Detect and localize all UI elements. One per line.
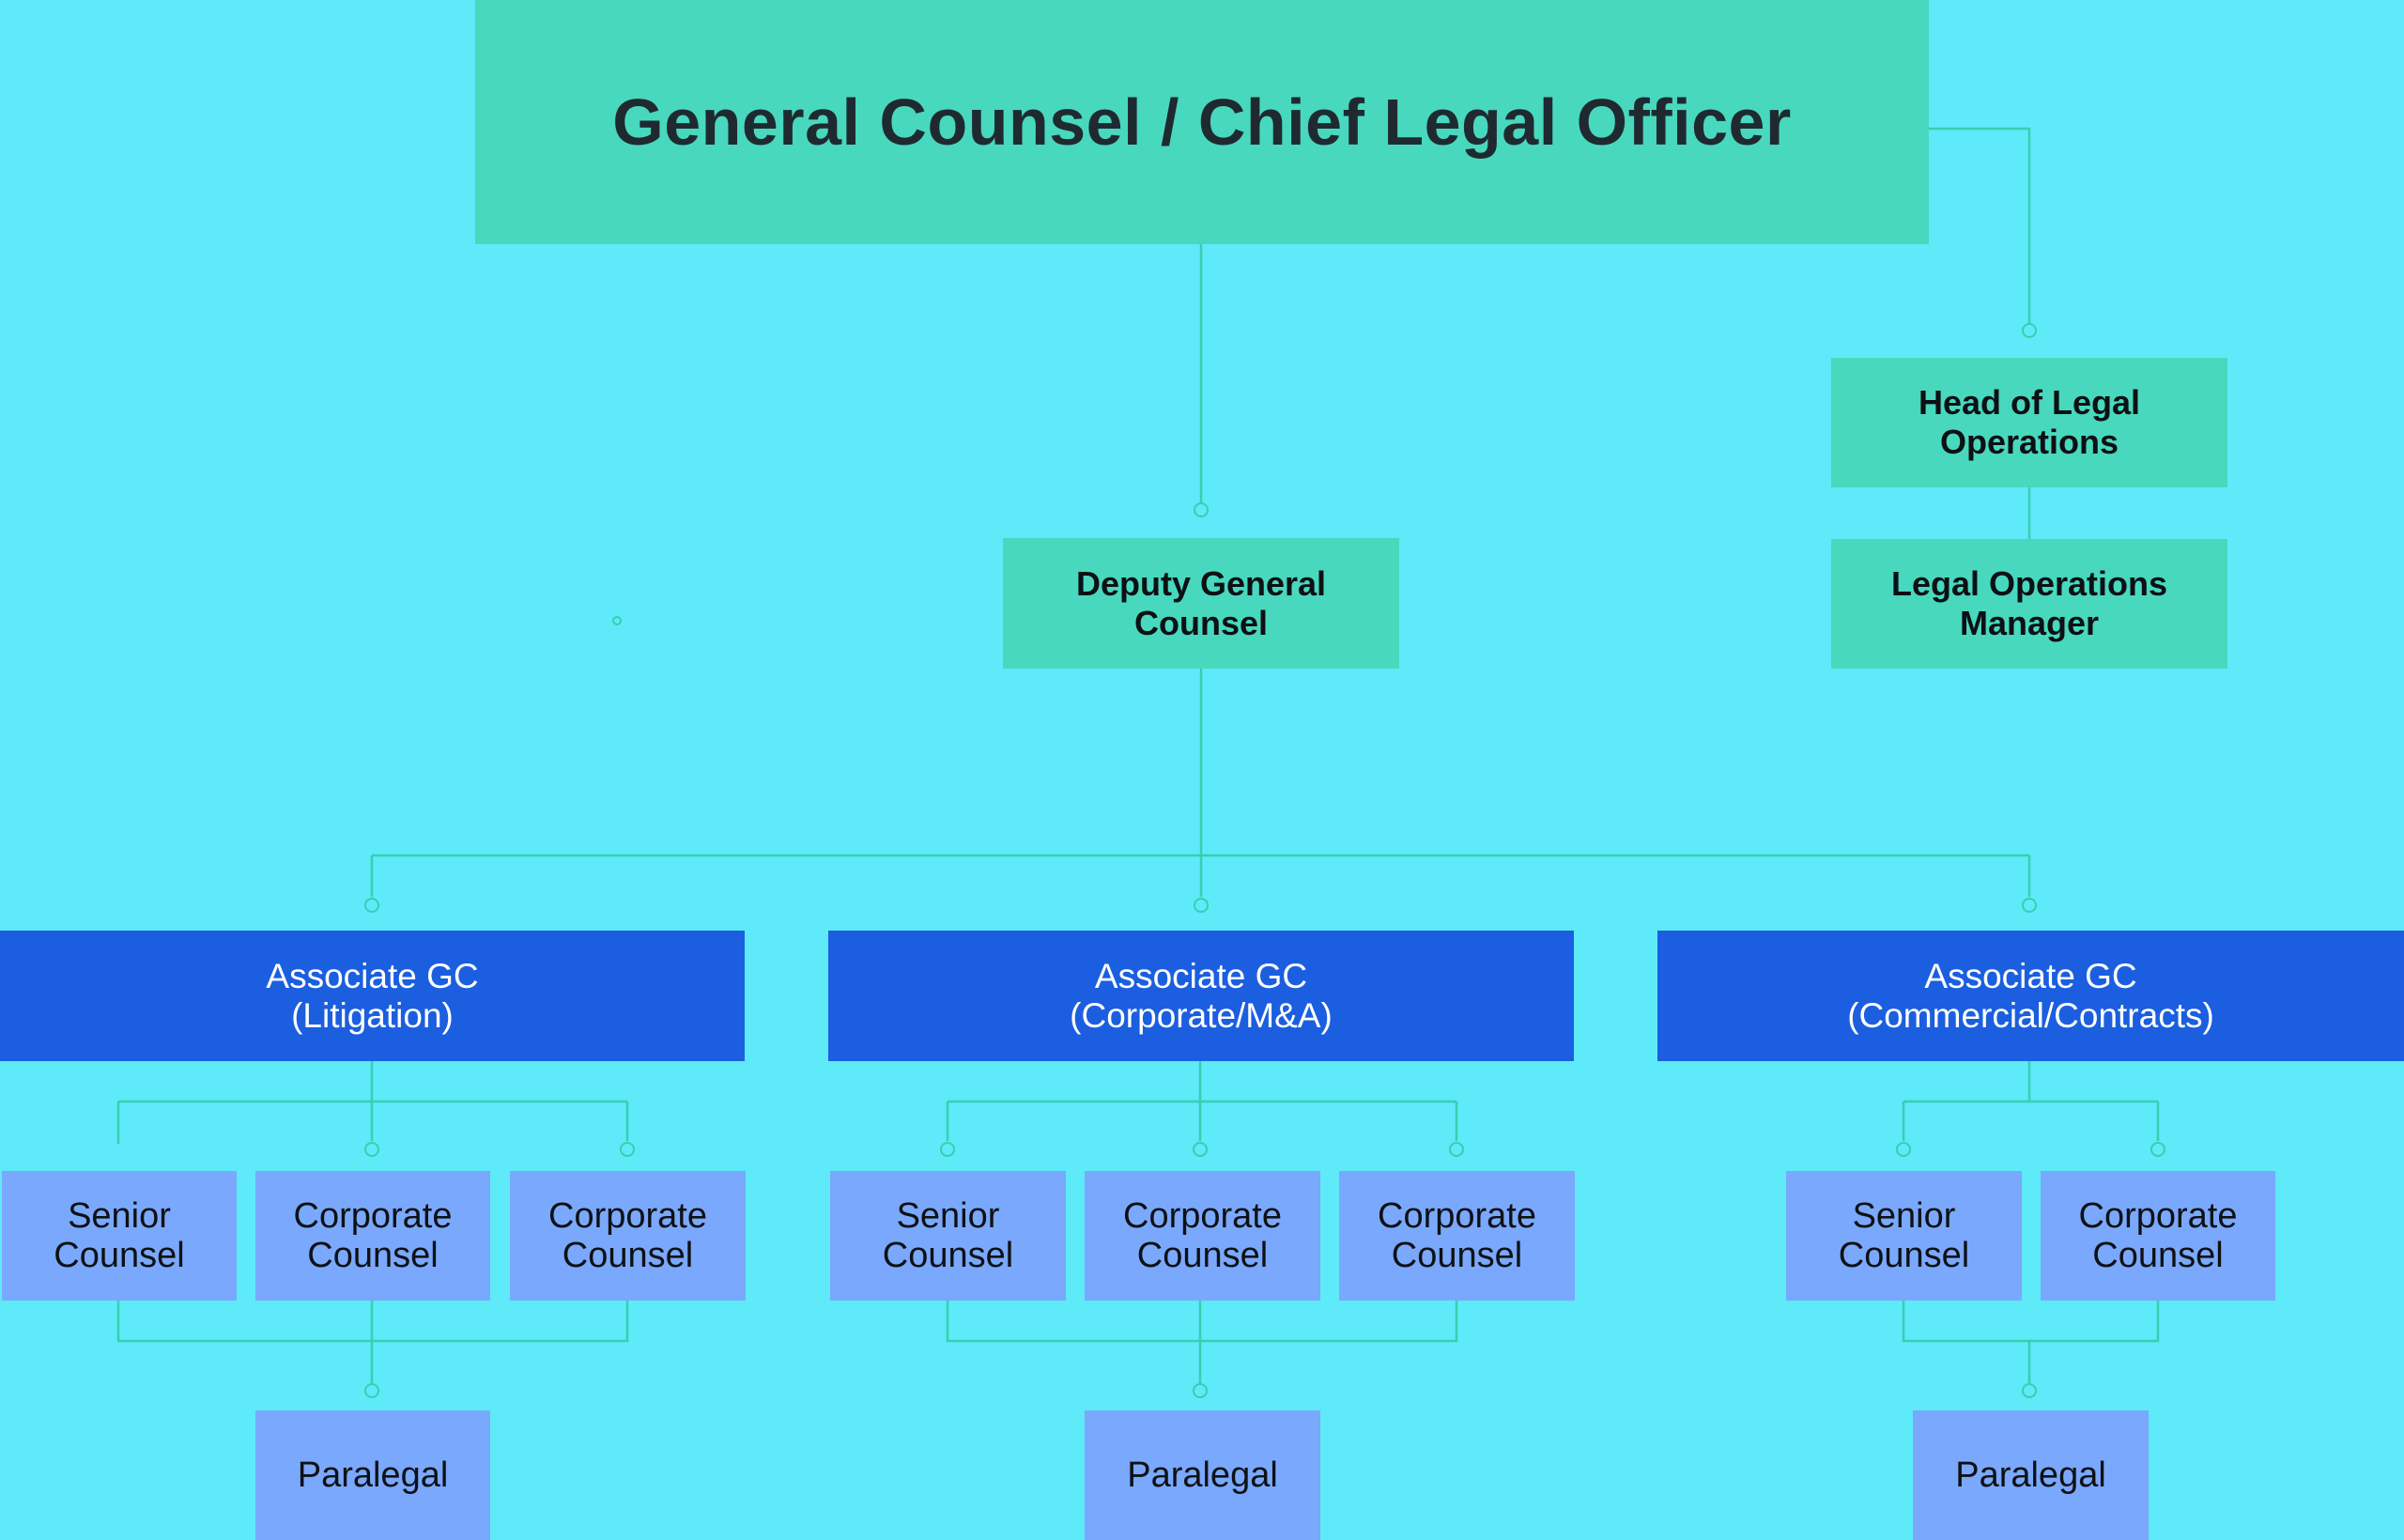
general-counsel-box: General Counsel / Chief Legal Officer xyxy=(475,0,1929,244)
paralegal-box: Paralegal xyxy=(1085,1410,1320,1540)
senior-counsel-box: Senior Counsel xyxy=(2,1171,237,1301)
senior-counsel-box: Senior Counsel xyxy=(1786,1171,2022,1301)
connector-node xyxy=(364,1142,379,1157)
corporate-counsel-box: Corporate Counsel xyxy=(1339,1171,1575,1301)
connector-node xyxy=(1194,898,1209,913)
corporate-counsel-box: Corporate Counsel xyxy=(510,1171,746,1301)
paralegal-box: Paralegal xyxy=(255,1410,490,1540)
connector-node xyxy=(364,898,379,913)
connector-line xyxy=(1929,127,2031,324)
senior-counsel-box: Senior Counsel xyxy=(830,1171,1066,1301)
connector-line xyxy=(946,1301,1458,1343)
connector-node xyxy=(2022,898,2037,913)
connector-node xyxy=(1896,1142,1911,1157)
connector-node xyxy=(1193,1383,1208,1398)
paralegal-box: Paralegal xyxy=(1913,1410,2149,1540)
connector-node xyxy=(1193,1142,1208,1157)
associate-gc-litigation-box: Associate GC (Litigation) xyxy=(0,931,745,1061)
associate-gc-corporate-box: Associate GC (Corporate/M&A) xyxy=(828,931,1574,1061)
legal-operations-manager-box: Legal Operations Manager xyxy=(1831,539,2227,669)
connector-node xyxy=(2150,1142,2165,1157)
head-of-legal-operations-box: Head of Legal Operations xyxy=(1831,358,2227,487)
connector-node xyxy=(2022,323,2037,338)
connector-node xyxy=(612,616,622,625)
corporate-counsel-box: Corporate Counsel xyxy=(1085,1171,1320,1301)
connector-node xyxy=(940,1142,955,1157)
connector-node xyxy=(620,1142,635,1157)
connector-node xyxy=(1194,502,1209,517)
deputy-general-counsel-box: Deputy General Counsel xyxy=(1003,538,1399,669)
connector-line xyxy=(1902,1301,2160,1343)
corporate-counsel-box: Corporate Counsel xyxy=(255,1171,490,1301)
connector-line xyxy=(116,1301,629,1343)
connector-node xyxy=(1449,1142,1464,1157)
associate-gc-commercial-box: Associate GC (Commercial/Contracts) xyxy=(1657,931,2404,1061)
connector-node xyxy=(364,1383,379,1398)
connector-node xyxy=(2022,1383,2037,1398)
corporate-counsel-box: Corporate Counsel xyxy=(2041,1171,2275,1301)
